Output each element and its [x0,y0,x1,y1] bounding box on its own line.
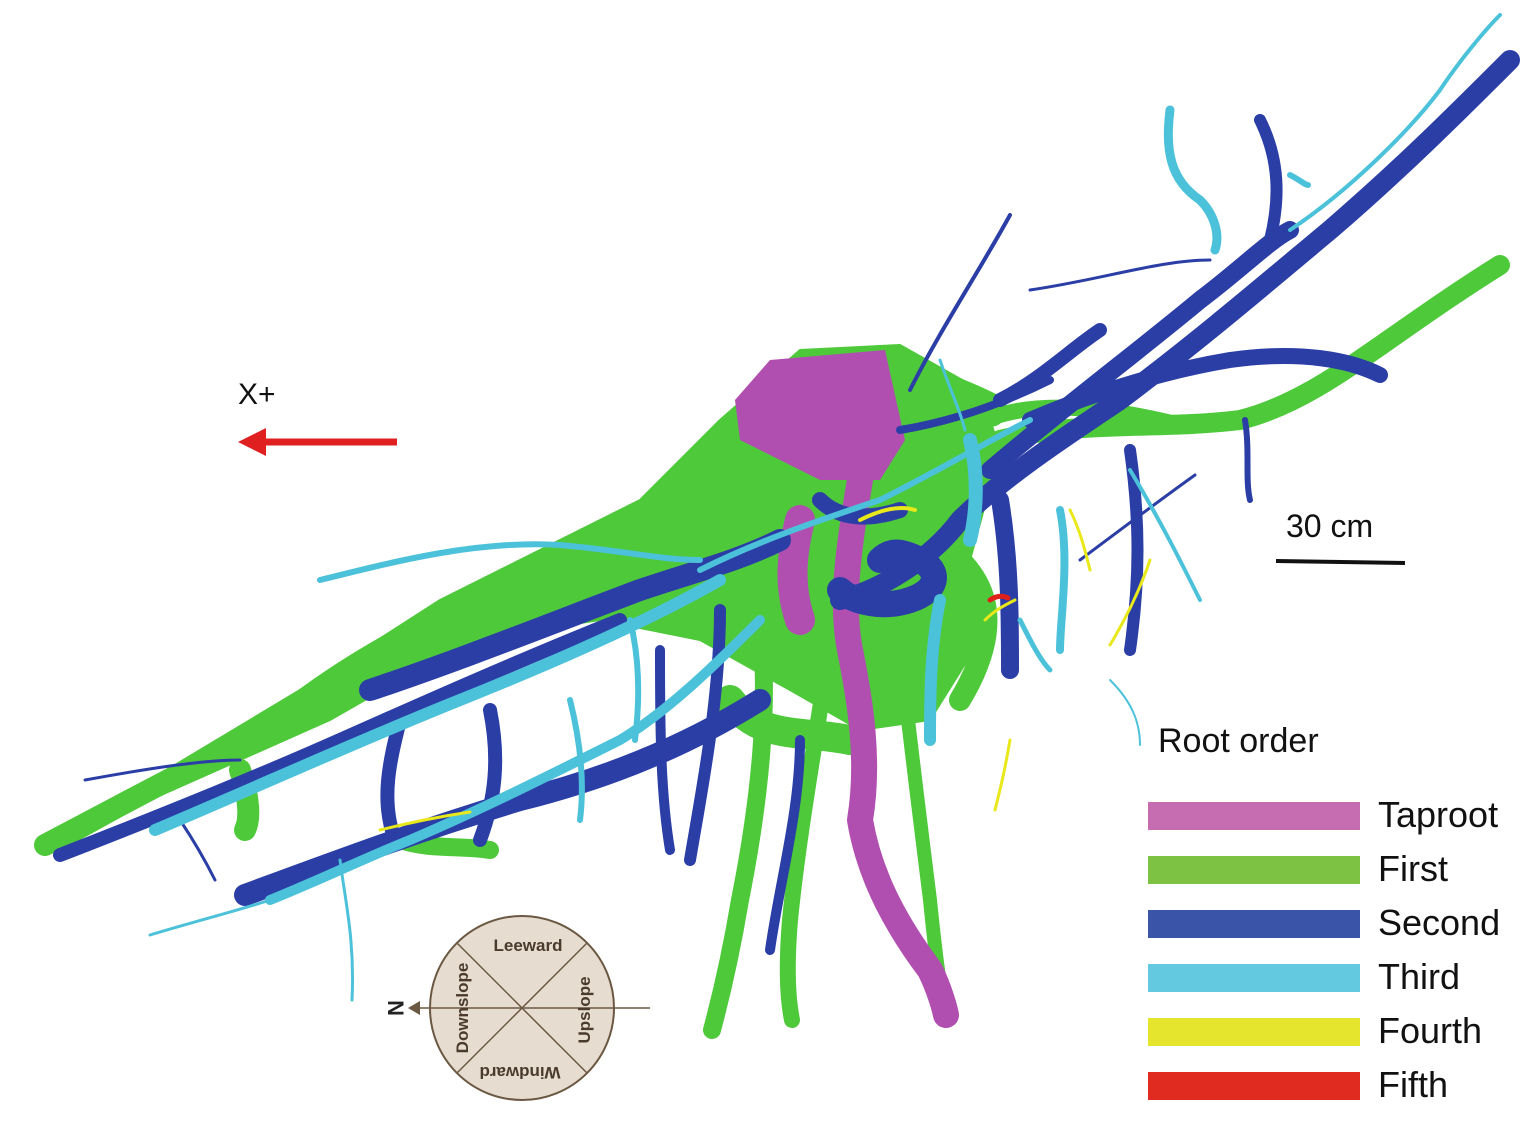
legend-label: Fifth [1378,1064,1449,1105]
second-order-root [684,604,726,866]
third-order-root [1288,13,1502,232]
scale-bar-label: 30 cm [1286,508,1374,544]
third-order-root [149,574,726,836]
third-order-root [1056,506,1069,654]
fourth-order-root [1068,508,1092,572]
compass-sector-bottom: Windward [479,1063,560,1082]
root-architecture [34,13,1520,1039]
third-order-root [317,541,703,583]
x-direction-arrow [238,428,397,456]
fourth-order-root [983,598,1017,622]
second-order-roots [53,50,1520,955]
legend-label: Second [1378,902,1501,943]
first-order-root [949,549,998,711]
second-order-root [908,213,1012,392]
first-order-root [291,471,749,709]
second-order-root [53,613,627,862]
taproot-crown [735,350,905,480]
legend-swatch [1148,964,1360,992]
fifth-order-root [987,593,1011,603]
third-order-root [1163,105,1222,255]
third-order-root [1017,617,1053,673]
third-order-root [567,697,585,823]
compass-north-label: N [383,1000,408,1016]
fourth-order-root [1108,558,1152,647]
third-order-root [1109,679,1141,746]
legend-swatch [1148,856,1360,884]
third-order-root [697,417,1033,573]
second-order-root [83,758,242,782]
fourth-order-roots [378,506,1152,832]
fourth-order-root [858,506,917,522]
legend-label: Fourth [1378,1010,1483,1051]
third-order-roots [148,13,1502,1002]
fifth-order-roots [987,593,1011,603]
taproot-branch [777,505,815,635]
third-order-root [1128,468,1202,602]
second-order-root [765,735,805,955]
third-order-root [148,898,272,937]
third-order-root [338,858,354,1002]
third-order-root [938,358,967,432]
second-order-root [380,713,407,847]
second-order-root [812,492,908,525]
x-arrow-head [238,428,266,456]
legend-title: Root order [1158,722,1319,760]
fourth-order-root [993,738,1012,812]
x-axis-label: X+ [238,378,276,411]
second-order-root [827,539,947,618]
first-order-root [992,399,1188,433]
second-order-root [1242,417,1253,503]
second-order-root [1078,473,1197,562]
compass-sector-right: Upslope [575,976,594,1043]
legend-label: Taproot [1378,794,1499,835]
second-order-root [981,221,1299,479]
legend-label: First [1378,848,1448,889]
first-order-root [34,579,611,856]
compass-rose: Leeward Upslope Windward Downslope N [383,915,650,1101]
second-order-root [359,529,791,701]
second-order-root [234,689,771,906]
third-order-root [265,615,765,905]
second-order-root [1022,348,1388,428]
legend-swatch [1148,910,1360,938]
third-order-root [627,617,642,743]
second-order-root [896,376,1054,434]
legend-swatch [1148,1018,1360,1046]
second-order-root [473,703,503,847]
first-order-root [779,632,838,1028]
third-order-root [1287,172,1311,188]
second-order-root [1028,258,1212,292]
first-order-root [703,611,773,1039]
legend-swatch [1148,1072,1360,1100]
legend-label: Third [1378,956,1461,997]
compass-sector-left: Downslope [453,963,472,1054]
third-order-root [963,433,983,547]
fourth-order-root [378,810,472,832]
compass-north-arrowhead [408,1001,420,1015]
first-order-root [863,353,1007,427]
third-order-root [924,594,946,746]
scale-bar-line [1275,559,1406,565]
legend-swatch [1148,802,1360,830]
second-order-root [178,818,217,882]
compass-sector-top: Leeward [494,936,563,955]
second-order-root [1254,114,1283,246]
second-order-root [991,491,1019,679]
second-order-root [655,645,675,855]
